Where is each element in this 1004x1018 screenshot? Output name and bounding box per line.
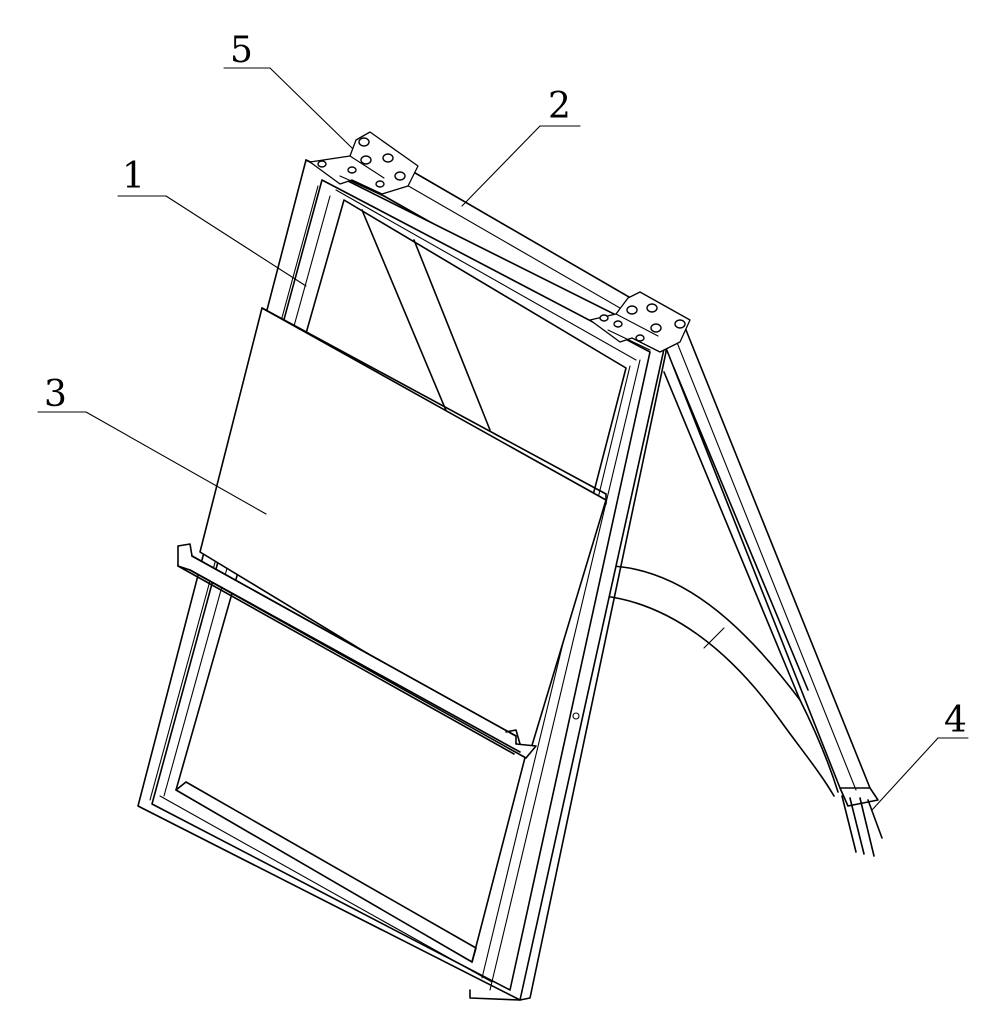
- callout-1: 1: [117, 156, 307, 287]
- tray-ledge: [177, 543, 580, 759]
- hinge-top-right: [589, 291, 691, 353]
- callout-3-label: 3: [44, 374, 67, 415]
- callout-1-label: 1: [122, 156, 145, 197]
- ground-spikes: [841, 795, 883, 857]
- callout-2-label: 2: [548, 86, 571, 127]
- callout-5-label: 5: [230, 30, 253, 71]
- callout-3: 3: [37, 374, 267, 515]
- callout-2: 2: [461, 86, 581, 207]
- callout-5: 5: [223, 30, 353, 149]
- connecting-strap: [603, 565, 839, 797]
- callout-4: 4: [871, 700, 969, 811]
- hinge-top-left: [309, 131, 419, 195]
- callout-4-label: 4: [944, 700, 967, 741]
